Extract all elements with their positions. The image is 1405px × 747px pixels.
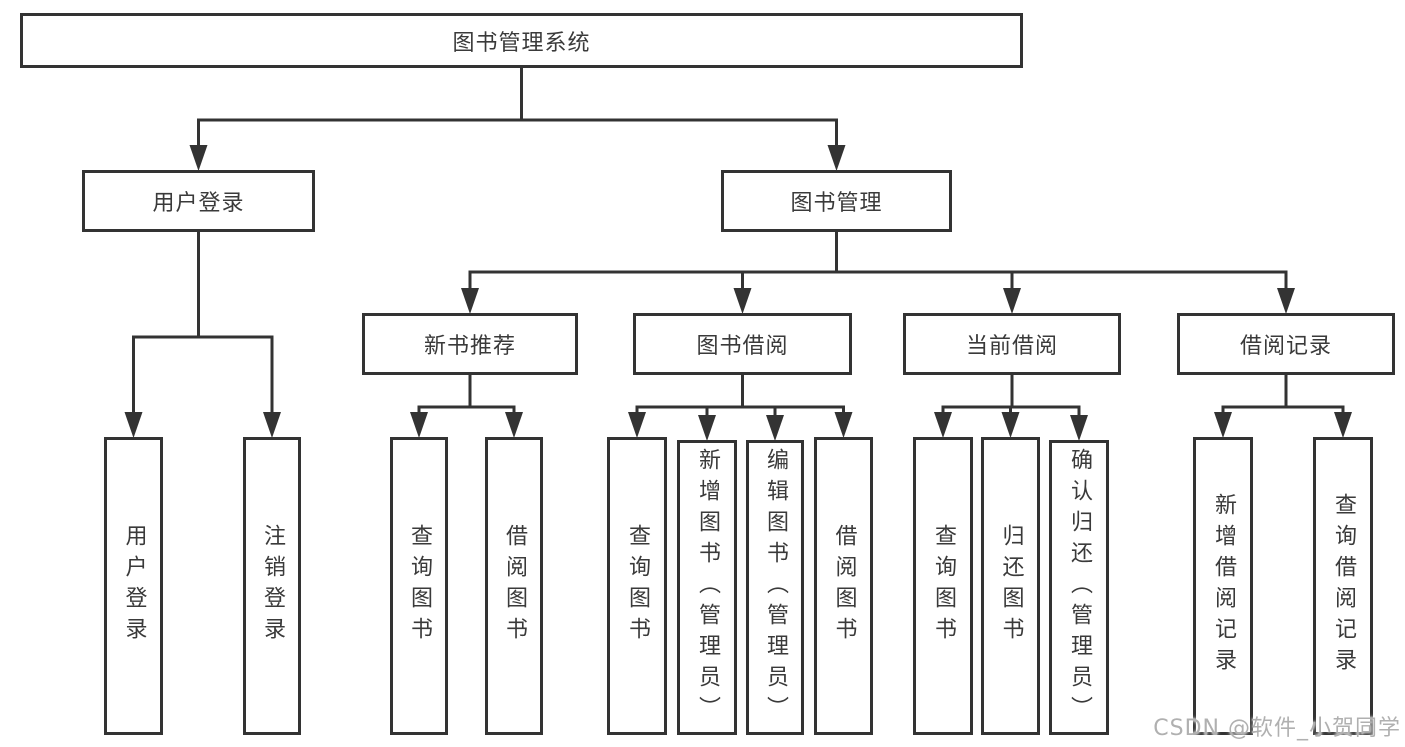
arrowhead-icon [698,415,716,441]
node-leaf-cur-query: 查询图书 [913,437,973,735]
arrowhead-icon [1001,412,1020,438]
node-borrow-records: 借阅记录 [1177,313,1395,375]
node-label-current-borrow: 当前借阅 [965,334,1058,359]
node-label-leaf-bw-query: 查询图书 [625,524,650,648]
node-label-book-mgmt: 图书管理 [790,191,883,216]
arrowhead-icon [1334,412,1352,438]
node-label-new-book-rec: 新书推荐 [423,334,516,359]
node-user-login: 用户登录 [82,170,315,232]
node-leaf-nb-query: 查询图书 [390,437,448,735]
node-leaf-nb-borrow: 借阅图书 [485,437,543,735]
node-label-leaf-cur-confirm: 确认归还（管理员） [1067,448,1092,727]
arrowhead-icon [410,412,428,438]
arrowhead-icon [733,288,752,314]
arrowhead-icon [124,412,143,438]
node-leaf-login: 用户登录 [104,437,163,735]
arrowhead-icon [1214,412,1232,438]
node-leaf-bw-add: 新增图书（管理员） [677,440,737,735]
node-leaf-rec-add: 新增借阅记录 [1193,437,1253,735]
node-label-leaf-nb-borrow: 借阅图书 [502,524,527,648]
node-label-leaf-rec-query: 查询借阅记录 [1331,493,1356,679]
arrowhead-icon [263,412,281,438]
arrowhead-icon [834,412,853,438]
node-current-borrow: 当前借阅 [903,313,1121,375]
node-label-leaf-bw-edit: 编辑图书（管理员） [763,448,788,727]
arrowhead-icon [934,412,952,438]
node-label-leaf-cur-return: 归还图书 [998,524,1024,648]
arrowhead-icon [1003,288,1021,314]
arrowhead-icon [505,412,523,438]
arrowhead-icon [1277,288,1295,314]
node-book-borrow: 图书借阅 [633,313,852,375]
arrowhead-icon [766,415,784,441]
node-leaf-bw-edit: 编辑图书（管理员） [746,440,804,735]
node-label-leaf-rec-add: 新增借阅记录 [1211,493,1236,679]
node-leaf-cur-return: 归还图书 [981,437,1040,735]
arrowhead-icon [461,288,479,314]
node-label-leaf-logout: 注销登录 [260,524,285,648]
node-label-leaf-bw-borrow: 借阅图书 [831,524,857,648]
arrowhead-icon [189,145,208,171]
node-label-leaf-nb-query: 查询图书 [407,524,432,648]
node-leaf-cur-confirm: 确认归还（管理员） [1049,440,1109,735]
node-label-leaf-cur-query: 查询图书 [931,524,956,648]
node-leaf-rec-query: 查询借阅记录 [1313,437,1373,735]
node-leaf-logout: 注销登录 [243,437,301,735]
node-label-leaf-bw-add: 新增图书（管理员） [695,448,720,727]
arrowhead-icon [827,145,846,171]
node-leaf-bw-query: 查询图书 [607,437,667,735]
arrowhead-icon [628,412,646,438]
node-label-root: 图书管理系统 [452,30,591,56]
node-label-leaf-login: 用户登录 [121,524,147,648]
node-label-user-login: 用户登录 [152,191,245,216]
node-label-borrow-records: 借阅记录 [1239,334,1332,359]
node-leaf-bw-borrow: 借阅图书 [814,437,873,735]
node-book-mgmt: 图书管理 [721,170,952,232]
node-label-book-borrow: 图书借阅 [696,334,789,359]
watermark: CSDN @软件_小贺同学 [1153,716,1401,741]
arrowhead-icon [1070,415,1088,441]
node-new-book-rec: 新书推荐 [362,313,578,375]
node-root: 图书管理系统 [20,13,1023,68]
